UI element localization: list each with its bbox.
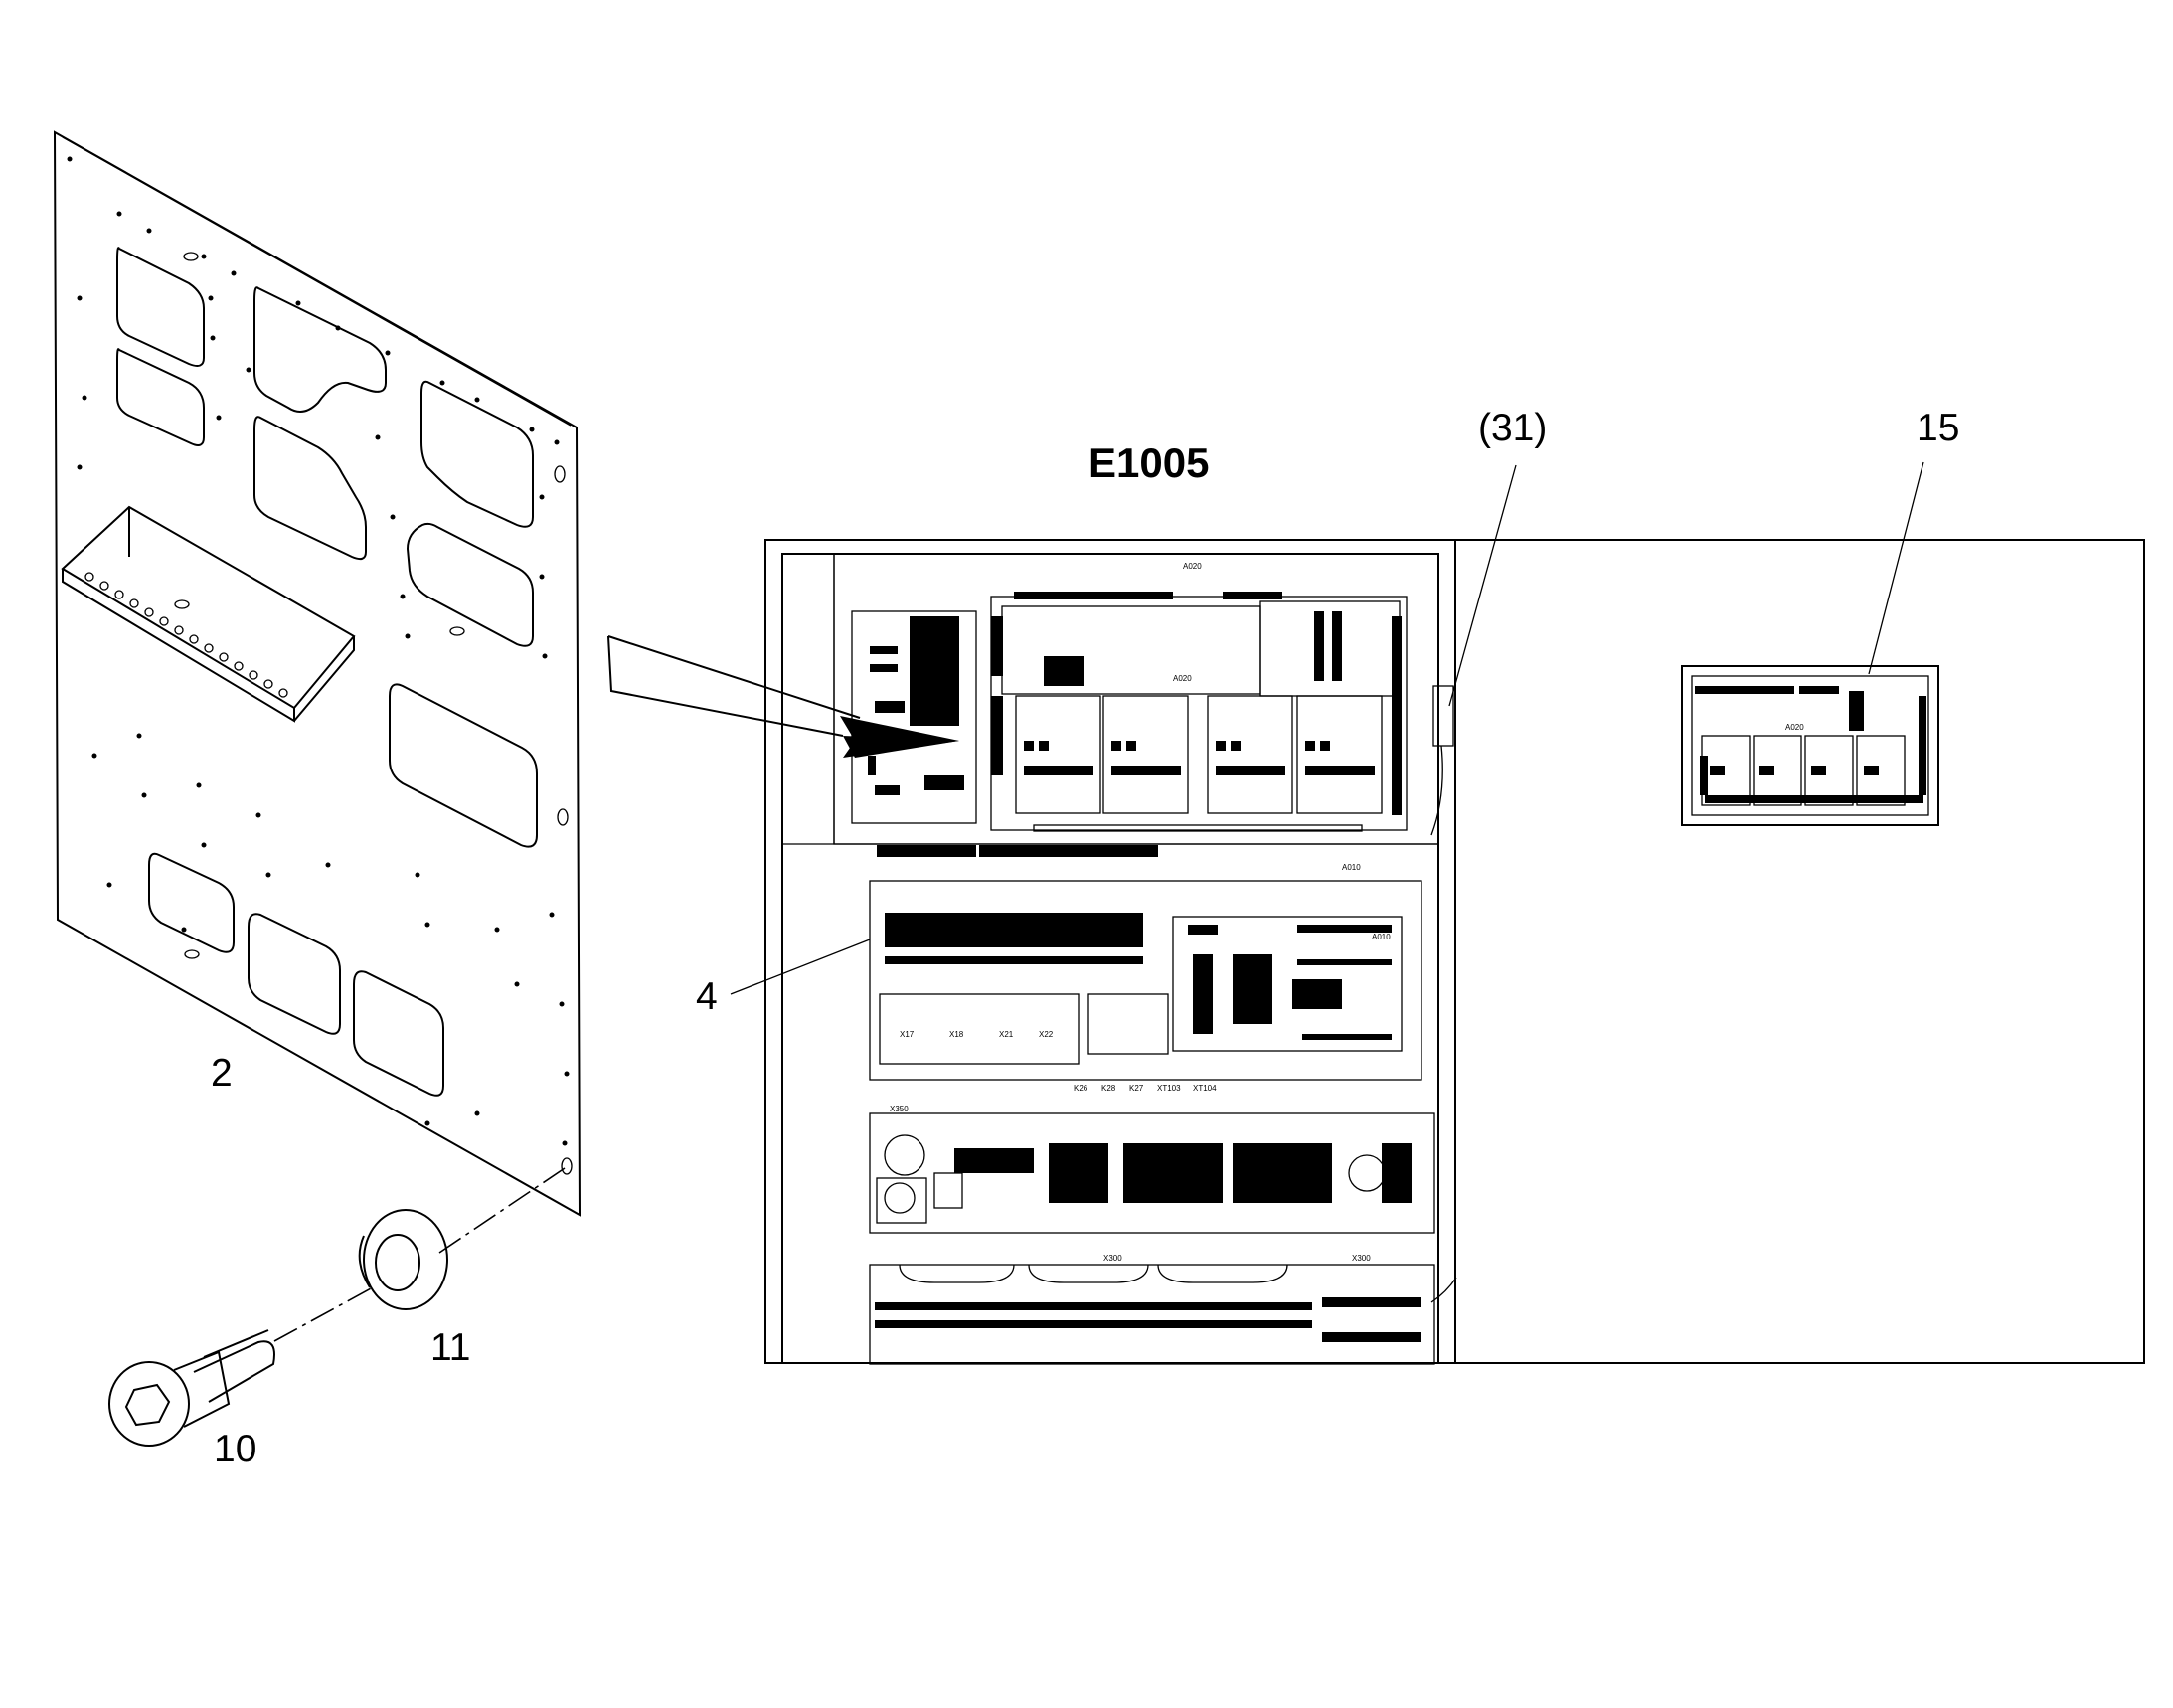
svg-text:X17: X17 — [900, 1030, 915, 1039]
mounting-plate — [53, 130, 582, 1217]
terminal-row: X350 — [869, 1105, 1435, 1234]
plate-cutout — [253, 286, 387, 413]
callout-cable-ref: (31) — [1478, 407, 1547, 449]
svg-text:X300: X300 — [1352, 1254, 1371, 1263]
callout-washer: 11 — [430, 1326, 471, 1369]
plate-cutout — [420, 380, 534, 528]
relay-board: A010 A010 X17 X18 X21 X22 — [869, 845, 1422, 1081]
view-arrow — [607, 635, 959, 758]
svg-text:X22: X22 — [1039, 1030, 1054, 1039]
plate-cutout — [353, 970, 444, 1097]
svg-text:K26: K26 — [1074, 1084, 1088, 1093]
svg-text:A010: A010 — [1372, 933, 1391, 941]
plate-cutout — [116, 348, 205, 446]
board-a020: A020 A020 — [990, 562, 1408, 832]
plate-holes — [67, 156, 570, 1146]
terminal-bracket — [61, 505, 356, 723]
svg-text:A020: A020 — [1173, 674, 1192, 683]
plate-cutout — [389, 683, 538, 848]
board-location-thumbnail: A020 — [1681, 665, 1939, 826]
side-cable — [1430, 685, 1457, 1303]
svg-text:X350: X350 — [890, 1105, 909, 1113]
svg-text:A020: A020 — [1785, 723, 1804, 732]
washer — [358, 1209, 448, 1310]
svg-text:A010: A010 — [1342, 863, 1361, 872]
callout-relay-board: 4 — [696, 975, 718, 1018]
axis-line-washer — [438, 1167, 566, 1254]
leader-relay-board — [730, 939, 871, 995]
svg-text:XT103: XT103 — [1157, 1084, 1181, 1093]
plate-cutout — [148, 852, 235, 953]
svg-text:XT104: XT104 — [1193, 1084, 1217, 1093]
leader-cable-ref — [1448, 464, 1517, 707]
left-subpanel — [851, 610, 977, 824]
svg-text:K27: K27 — [1129, 1084, 1144, 1093]
svg-text:X21: X21 — [999, 1030, 1014, 1039]
plate-cutout — [253, 416, 367, 561]
leader-board-location — [1868, 461, 1924, 675]
callout-board-location: 15 — [1917, 407, 1959, 449]
terminal-rails: X300 X300 — [869, 1254, 1435, 1365]
diagram-title: E1005 — [1088, 439, 1209, 486]
plate-slots — [174, 252, 573, 1175]
callout-screw: 10 — [214, 1428, 256, 1470]
callout-panel: 2 — [211, 1052, 233, 1095]
plate-cutout — [406, 522, 534, 647]
svg-text:K28: K28 — [1101, 1084, 1116, 1093]
svg-text:X18: X18 — [949, 1030, 964, 1039]
plate-cutout — [248, 913, 341, 1035]
cabinet-e1005: A020 A020 — [764, 539, 2145, 1365]
label-strip: K26 K28 K27 XT103 XT104 — [1074, 1084, 1217, 1093]
cap-screw — [108, 1329, 275, 1447]
axis-line-screw — [273, 1286, 374, 1342]
svg-text:X300: X300 — [1103, 1254, 1122, 1263]
plate-cutout — [116, 247, 205, 367]
svg-text:A020: A020 — [1183, 562, 1202, 571]
